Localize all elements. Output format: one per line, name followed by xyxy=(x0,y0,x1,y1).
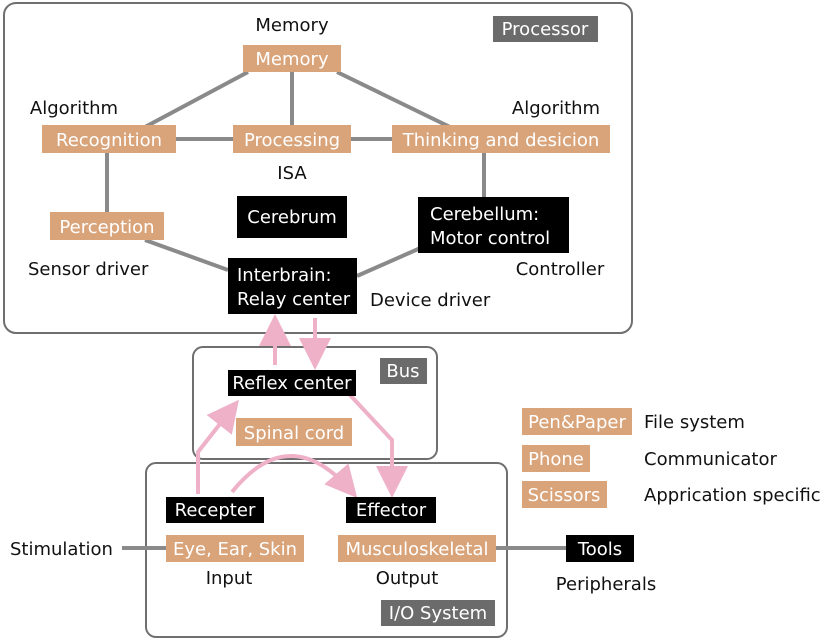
stimulation-caption: Stimulation xyxy=(10,539,113,560)
perception-label: Perception xyxy=(59,217,154,238)
tools-label: Tools xyxy=(577,539,622,560)
processor-frame xyxy=(3,2,633,334)
effector-label: Effector xyxy=(356,500,427,521)
controller-caption: Controller xyxy=(516,259,605,280)
arrow-recepter-to-effector xyxy=(230,454,358,499)
algorithm-left-caption: Algorithm xyxy=(30,98,118,119)
tools-box xyxy=(566,535,634,562)
cerebellum-label-line2: Motor control xyxy=(430,228,550,249)
line-cerebellum-interbrain xyxy=(356,244,426,278)
device-driver-caption: Device driver xyxy=(370,290,491,311)
legend-label-file-system: File system xyxy=(644,412,745,433)
legend-box-phone-label: Phone xyxy=(528,449,584,470)
thinking-box xyxy=(392,125,610,153)
line-perception-interbrain xyxy=(144,238,229,272)
isa-caption: ISA xyxy=(277,163,307,184)
effector-box xyxy=(346,497,436,523)
interbrain-label-line2: Relay center xyxy=(237,289,351,310)
bus-tag-label: Bus xyxy=(386,361,419,382)
line-memory-recognition xyxy=(144,70,249,129)
arrow-reflex-to-effector xyxy=(348,393,408,498)
peripherals-caption: Peripherals xyxy=(556,574,656,595)
cerebellum-box xyxy=(418,197,569,253)
legend-box-pen-paper-label: Pen&Paper xyxy=(528,412,626,433)
musculoskeletal-label: Musculoskeletal xyxy=(345,539,488,560)
cerebrum-label: Cerebrum xyxy=(247,207,337,228)
sensors-label: Eye, Ear, Skin xyxy=(173,539,297,560)
processing-box xyxy=(233,125,351,153)
arrow-recepter-to-reflex xyxy=(196,399,239,494)
memory-caption: Memory xyxy=(255,15,329,36)
recognition-box xyxy=(42,125,176,153)
legend-label-application-specific: Apprication specific xyxy=(644,485,821,506)
thinking-label: Thinking and desicion xyxy=(402,130,600,151)
interbrain-label-line1: Interbrain: xyxy=(237,265,332,286)
legend-box-scissors-label: Scissors xyxy=(528,485,601,506)
io-tag xyxy=(381,600,495,626)
processing-label: Processing xyxy=(244,130,340,151)
legend-box-pen-paper xyxy=(522,408,632,435)
output-caption: Output xyxy=(376,568,439,589)
recognition-label: Recognition xyxy=(56,130,162,151)
legend-box-scissors xyxy=(522,481,607,508)
spinal-cord-box xyxy=(236,418,352,446)
cerebellum-label-line1: Cerebellum: xyxy=(430,204,539,225)
perception-box xyxy=(50,212,164,240)
processor-tag xyxy=(493,16,598,42)
algorithm-right-caption: Algorithm xyxy=(512,98,600,119)
legend-label-communicator: Communicator xyxy=(644,449,777,470)
input-caption: Input xyxy=(206,568,253,589)
recepter-label: Recepter xyxy=(175,500,256,521)
reflex-center-box xyxy=(228,370,356,396)
sensors-box xyxy=(166,535,304,562)
line-memory-thinking xyxy=(336,70,451,129)
reflex-center-label: Reflex center xyxy=(232,373,352,394)
musculoskeletal-box xyxy=(338,535,496,562)
cerebrum-box xyxy=(237,196,347,238)
memory-box xyxy=(243,45,341,72)
memory-label: Memory xyxy=(255,49,329,70)
legend-box-phone xyxy=(522,445,590,472)
interbrain-box xyxy=(228,258,357,314)
sensor-driver-caption: Sensor driver xyxy=(28,259,149,280)
processor-tag-label: Processor xyxy=(502,19,589,40)
io-tag-label: I/O System xyxy=(389,603,487,624)
bus-tag xyxy=(380,358,427,384)
spinal-cord-label: Spinal cord xyxy=(244,423,344,444)
recepter-box xyxy=(166,497,264,523)
